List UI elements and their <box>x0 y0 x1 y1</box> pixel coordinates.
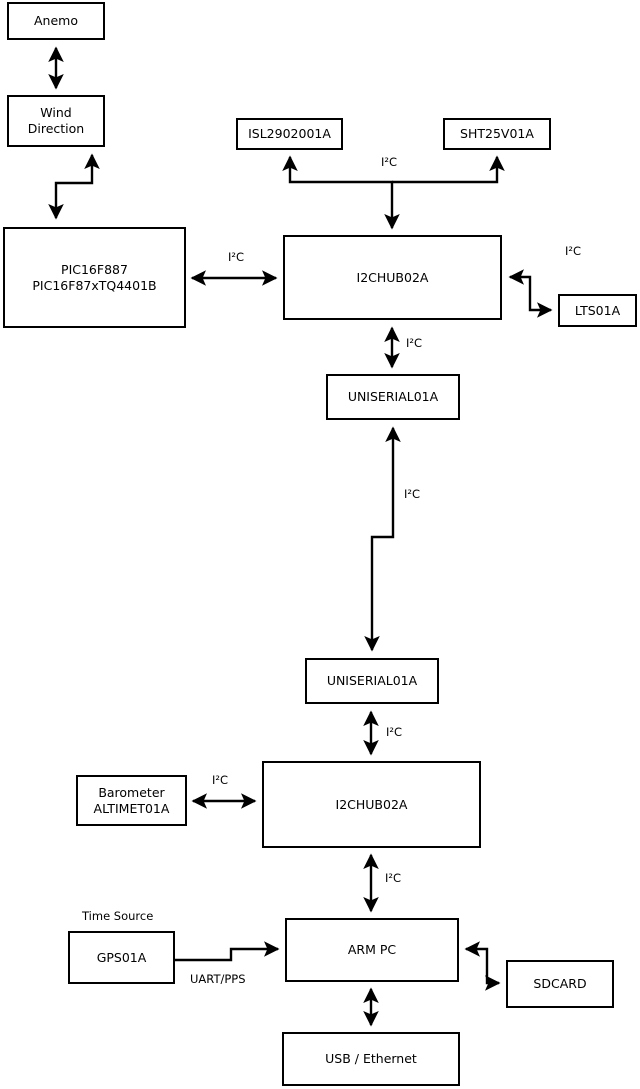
edge-hubtop-lts <box>508 269 553 318</box>
node-pic-mcu[interactable]: PIC16F887 PIC16F87xTQ4401B <box>3 227 186 328</box>
edge-wind-pic <box>48 153 100 220</box>
edge-hubtop-sensorbus <box>282 155 400 230</box>
node-arm-pc-label: ARM PC <box>347 942 397 958</box>
node-lts01a[interactable]: LTS01A <box>558 294 637 327</box>
node-gps01a-label: GPS01A <box>96 949 147 965</box>
edge-label-i2c-uniserial-link: I²C <box>404 487 421 501</box>
node-arm-pc[interactable]: ARM PC <box>285 918 459 982</box>
edge-sensorbus-sht <box>392 155 505 184</box>
node-uniserial01a-top[interactable]: UNISERIAL01A <box>326 374 460 420</box>
edge-label-i2c-barometer: I²C <box>212 773 229 787</box>
edge-label-uart-pps: UART/PPS <box>190 972 246 986</box>
node-i2chub02a-top-label: I2CHUB02A <box>356 269 429 285</box>
node-usb-ethernet-label: USB / Ethernet <box>325 1051 417 1067</box>
label-time-source: Time Source <box>82 909 154 923</box>
edge-label-i2c-hub-armpc: I²C <box>385 871 402 885</box>
node-i2chub02a-bottom-label: I2CHUB02A <box>335 796 408 812</box>
node-lts01a-label: LTS01A <box>574 302 621 318</box>
node-isl2902001a-label: ISL2902001A <box>248 126 331 142</box>
node-wind-direction-label: Wind Direction <box>27 105 85 136</box>
node-uniserial01a-bottom-label: UNISERIAL01A <box>326 673 418 689</box>
node-sht25v01a[interactable]: SHT25V01A <box>443 118 551 150</box>
edge-label-i2c-pic-hub: I²C <box>228 250 245 264</box>
edge-label-i2c-sensor-bus: I²C <box>381 155 398 169</box>
node-pic-mcu-label: PIC16F887 PIC16F87xTQ4401B <box>32 261 157 293</box>
node-i2chub02a-top[interactable]: I2CHUB02A <box>283 235 502 320</box>
node-sdcard[interactable]: SDCARD <box>506 960 614 1008</box>
edge-label-i2c-uniserial-hub: I²C <box>386 725 403 739</box>
node-barometer-altimet01a[interactable]: Barometer ALTIMET01A <box>76 775 187 826</box>
node-uniserial01a-bottom[interactable]: UNISERIAL01A <box>305 658 439 704</box>
node-anemo[interactable]: Anemo <box>7 2 105 40</box>
node-i2chub02a-bottom[interactable]: I2CHUB02A <box>262 761 481 848</box>
edge-label-i2c-hub-uniserial: I²C <box>406 336 423 350</box>
node-sht25v01a-label: SHT25V01A <box>460 126 534 142</box>
edge-gps-armpc <box>175 941 280 962</box>
node-uniserial01a-top-label: UNISERIAL01A <box>347 389 439 405</box>
edge-armpc-sdcard <box>464 941 501 991</box>
node-barometer-altimet01a-label: Barometer ALTIMET01A <box>93 784 170 816</box>
node-gps01a[interactable]: GPS01A <box>68 931 175 984</box>
node-wind-direction[interactable]: Wind Direction <box>7 95 105 147</box>
node-sdcard-label: SDCARD <box>533 976 587 992</box>
edge-uniserial-uniserial <box>364 426 401 652</box>
node-anemo-label: Anemo <box>34 13 78 29</box>
edge-label-i2c-lts: I²C <box>565 244 582 258</box>
node-isl2902001a[interactable]: ISL2902001A <box>236 118 343 150</box>
node-usb-ethernet[interactable]: USB / Ethernet <box>282 1032 460 1086</box>
